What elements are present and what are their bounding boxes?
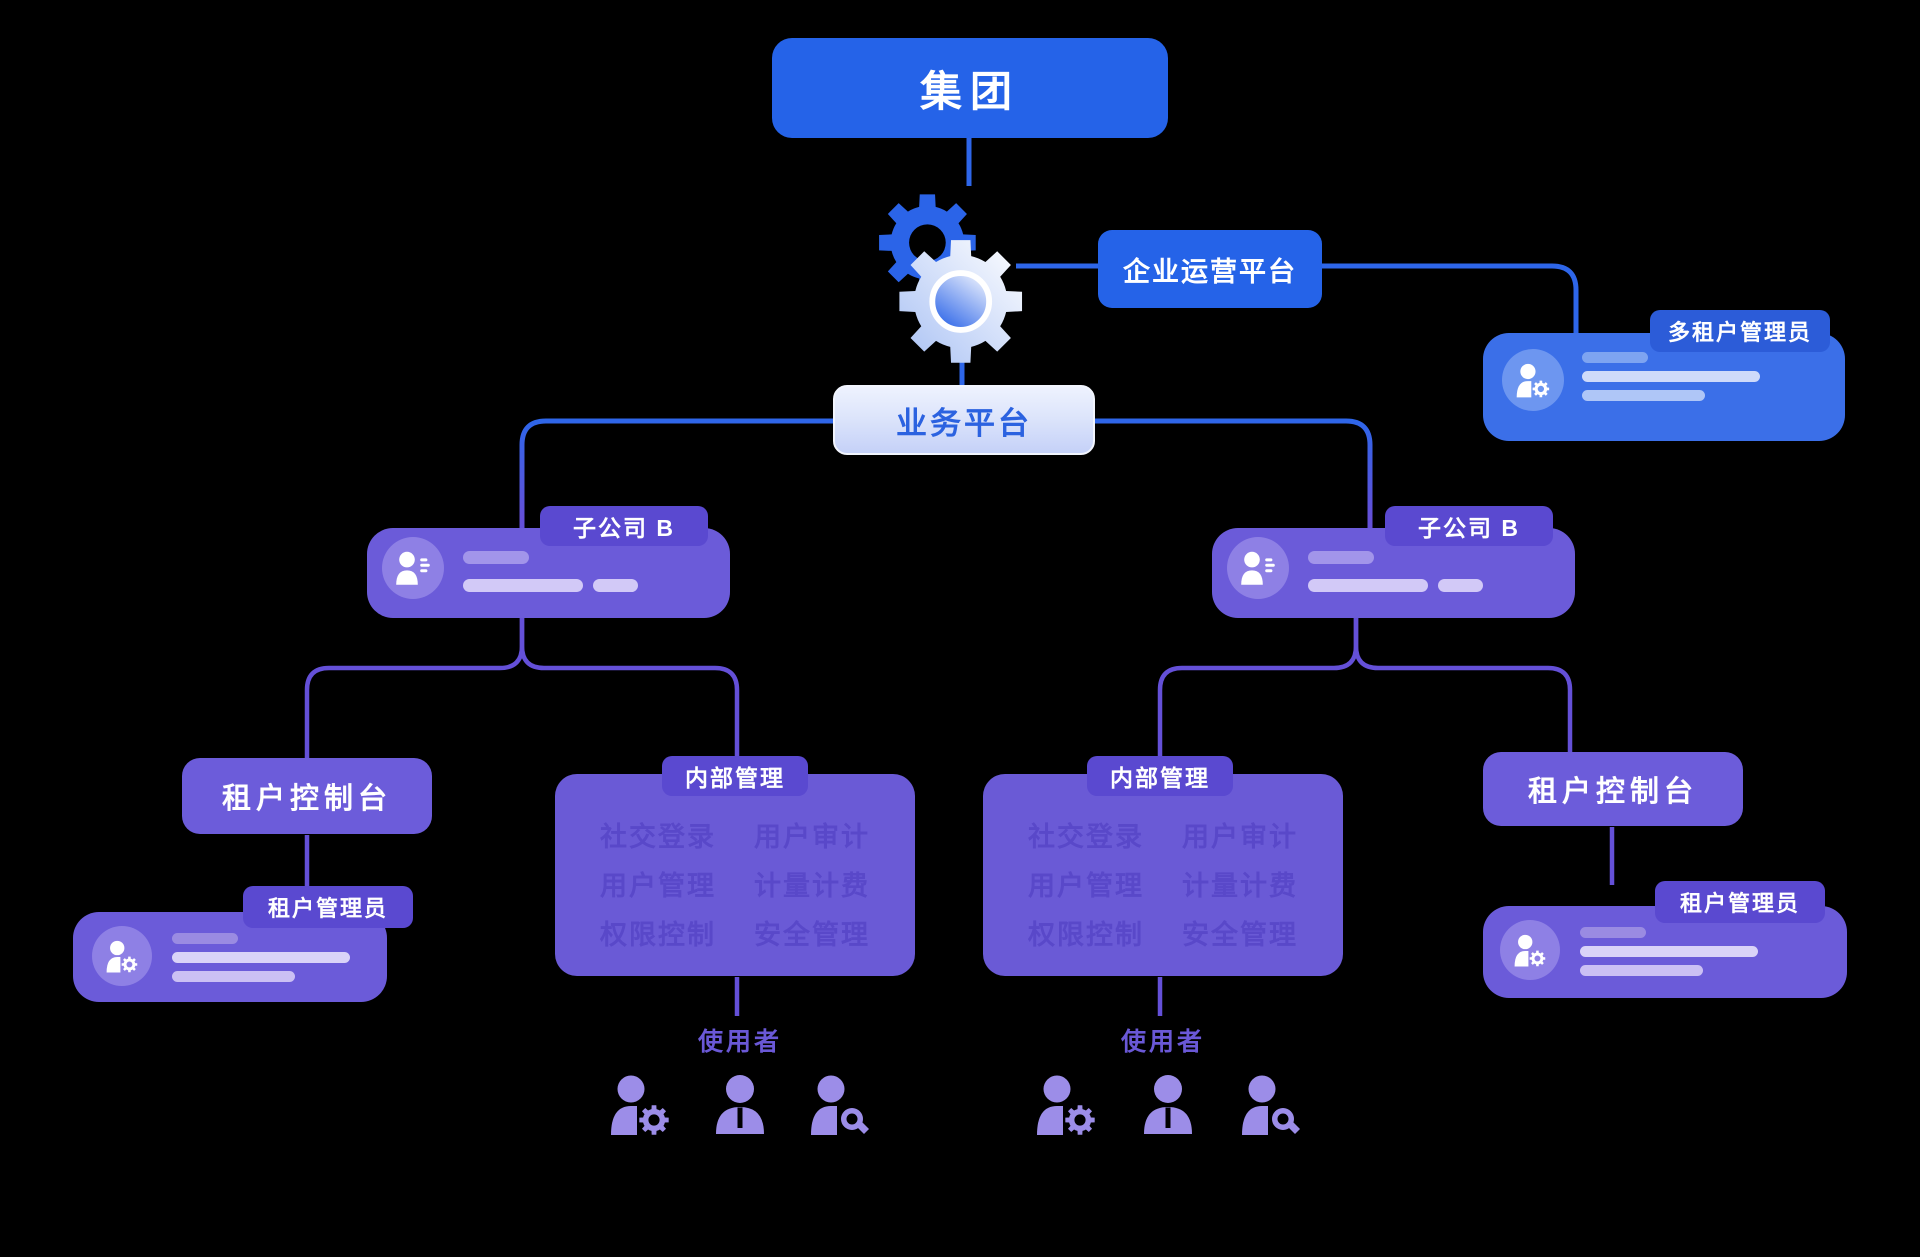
internal-left-label: 内部管理	[685, 765, 785, 791]
placeholder-bar	[1580, 927, 1646, 938]
user-gear-icon	[1502, 349, 1564, 411]
placeholder-bar	[1580, 965, 1703, 976]
users-right-label: 使用者	[1120, 1028, 1205, 1056]
internal-left-tab: 内部管理	[662, 756, 808, 796]
tenant-console-left-label: 租户控制台	[221, 783, 392, 815]
tenant-console-right-label: 租户控制台	[1527, 776, 1698, 808]
internal-item: 用户管理	[1028, 871, 1144, 901]
tenant-console-right-node: 租户控制台	[1483, 752, 1743, 826]
placeholder-bar	[1438, 579, 1483, 592]
internal-item: 社交登录	[600, 822, 716, 852]
ops-platform-label: 企业运营平台	[1123, 256, 1297, 287]
internal-left-box: 社交登录 用户审计 用户管理 计量计费 权限控制 安全管理	[555, 774, 915, 976]
subsidiary-right-tab: 子公司 B	[1385, 506, 1553, 546]
placeholder-bar	[463, 551, 529, 564]
user-gear-icon	[608, 1074, 672, 1141]
internal-item: 计量计费	[1182, 871, 1298, 901]
placeholder-bar	[1580, 946, 1758, 957]
internal-item: 用户管理	[600, 871, 716, 901]
placeholder-bar	[593, 579, 638, 592]
user-list-icon	[382, 537, 444, 599]
internal-left-items: 社交登录 用户审计 用户管理 计量计费 权限控制 安全管理	[555, 810, 915, 957]
placeholder-bar	[172, 952, 350, 963]
subsidiary-left-tab: 子公司 B	[540, 506, 708, 546]
subsidiary-left-label: 子公司 B	[573, 515, 675, 541]
tenant-admin-left-tab: 租户管理员	[243, 886, 413, 928]
placeholder-bar	[1308, 551, 1374, 564]
internal-item: 权限控制	[1028, 920, 1144, 950]
placeholder-bar	[463, 579, 583, 592]
tenant-admin-right-tab: 租户管理员	[1655, 881, 1825, 923]
user-gear-icon	[1034, 1074, 1098, 1141]
internal-item: 权限控制	[600, 920, 716, 950]
multi-tenant-admin-label: 多租户管理员	[1667, 320, 1812, 345]
placeholder-bar	[172, 933, 238, 944]
internal-item: 安全管理	[1182, 920, 1298, 950]
internal-item: 用户审计	[1182, 822, 1298, 852]
user-list-icon	[1227, 537, 1289, 599]
internal-right-tab: 内部管理	[1087, 756, 1233, 796]
placeholder-bar	[172, 971, 295, 982]
ops-platform-node: 企业运营平台	[1098, 230, 1322, 308]
placeholder-bar	[1582, 390, 1705, 401]
user-tie-icon	[712, 1074, 768, 1139]
subsidiary-right-label: 子公司 B	[1418, 515, 1520, 541]
internal-item: 用户审计	[754, 822, 870, 852]
business-platform-node: 业务平台	[833, 385, 1095, 455]
placeholder-bar	[1582, 371, 1760, 382]
user-search-icon	[1239, 1074, 1303, 1141]
multi-tenant-admin-tab: 多租户管理员	[1650, 310, 1830, 352]
internal-item: 社交登录	[1028, 822, 1144, 852]
tenant-admin-left-label: 租户管理员	[267, 896, 388, 921]
business-platform-label: 业务平台	[896, 405, 1032, 441]
internal-item: 安全管理	[754, 920, 870, 950]
internal-right-label: 内部管理	[1110, 765, 1210, 791]
user-gear-icon	[1500, 920, 1560, 980]
tenant-admin-right-label: 租户管理员	[1679, 891, 1800, 916]
user-search-icon	[808, 1074, 872, 1141]
internal-right-items: 社交登录 用户审计 用户管理 计量计费 权限控制 安全管理	[983, 810, 1343, 957]
placeholder-bar	[1308, 579, 1428, 592]
internal-right-box: 社交登录 用户审计 用户管理 计量计费 权限控制 安全管理	[983, 774, 1343, 976]
tenant-console-left-node: 租户控制台	[182, 758, 432, 834]
user-tie-icon	[1140, 1074, 1196, 1139]
user-gear-icon	[92, 926, 152, 986]
placeholder-bar	[1582, 352, 1648, 363]
internal-item: 计量计费	[754, 871, 870, 901]
users-left-label: 使用者	[697, 1028, 782, 1056]
group-label: 集团	[919, 67, 1020, 115]
group-node: 集团	[772, 38, 1168, 138]
gear-icon	[868, 178, 1026, 374]
